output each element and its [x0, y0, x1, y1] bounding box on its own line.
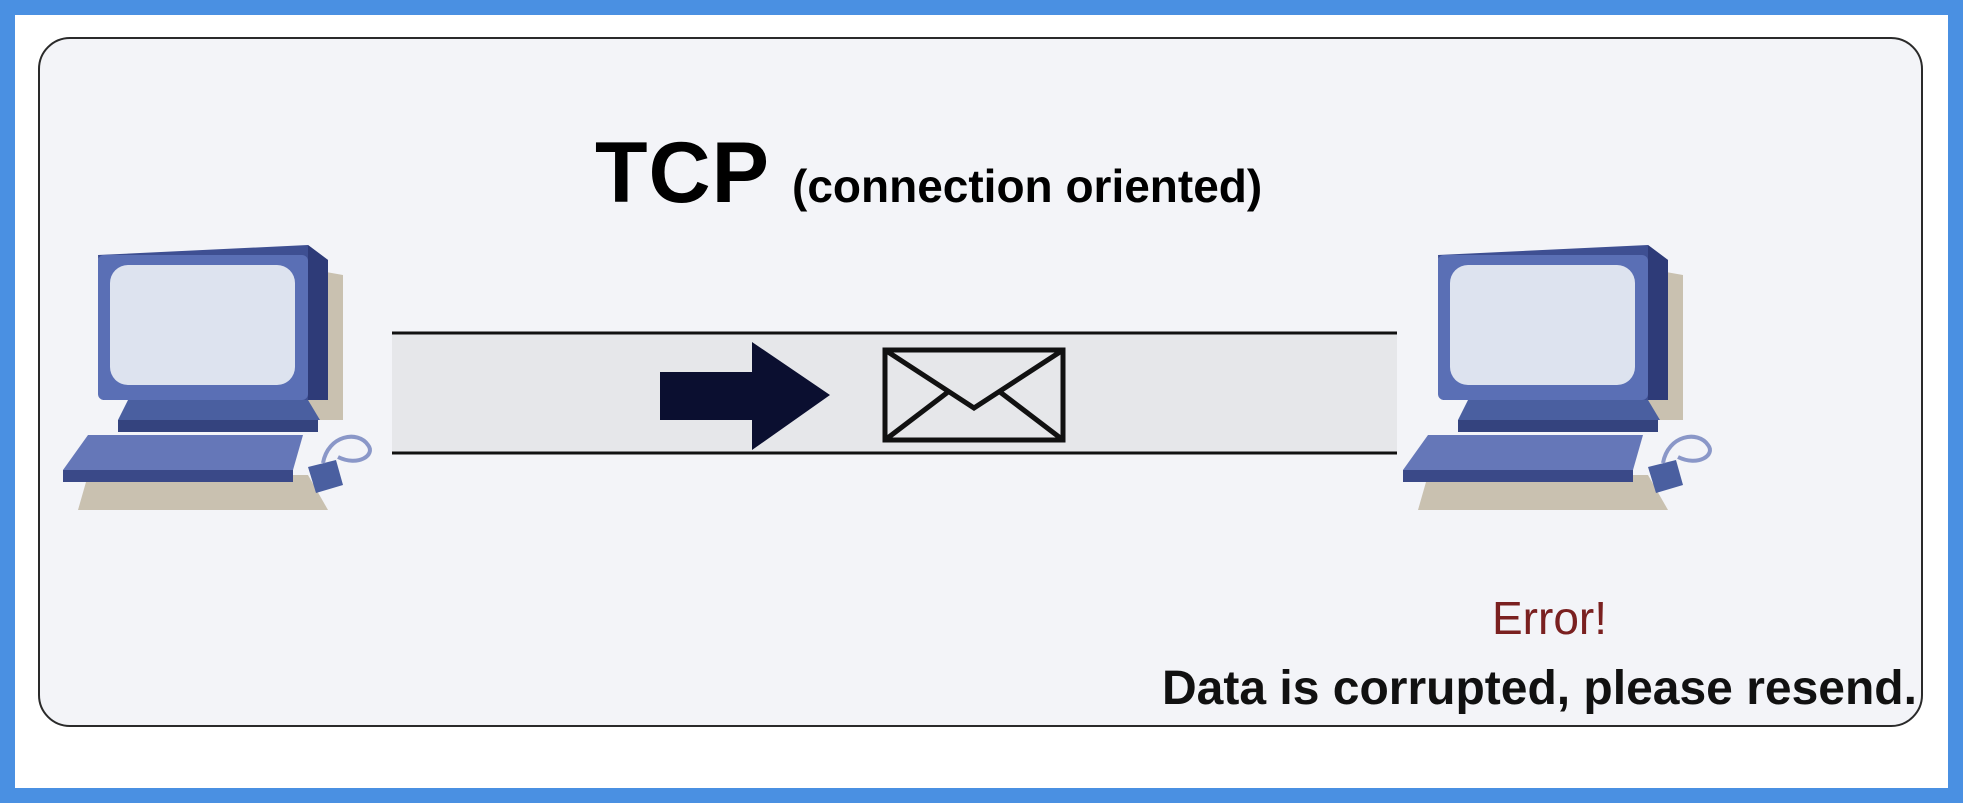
envelope-icon: [882, 347, 1066, 443]
error-message: Data is corrupted, please resend.: [1162, 662, 1917, 715]
receiver-computer-icon: [1403, 245, 1712, 510]
error-label: Error!: [1492, 592, 1607, 644]
title-main: TCP: [595, 125, 770, 221]
diagram-title: TCP (connection oriented): [595, 124, 1262, 223]
arrow-right-icon: [660, 342, 830, 450]
sender-computer-icon: [63, 245, 372, 510]
title-subtitle: (connection oriented): [792, 160, 1263, 212]
